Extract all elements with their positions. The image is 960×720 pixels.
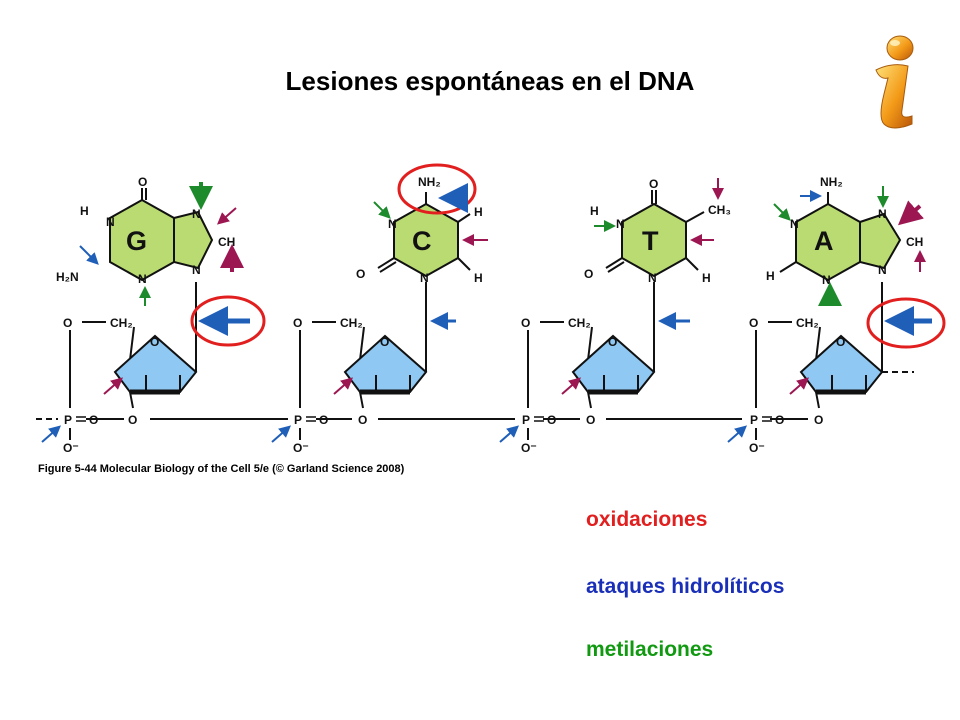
legend-methylation: metilaciones xyxy=(586,638,714,661)
atom-o-double: O xyxy=(775,413,784,427)
atom-n: N xyxy=(420,271,429,285)
base-letter-c: C xyxy=(412,226,432,256)
sugar-backbone-c: O CH₂ O O P O O⁻ xyxy=(293,282,428,455)
atom-nh2: NH₂ xyxy=(418,175,441,189)
atom-o-double: O xyxy=(319,413,328,427)
base-letter-t: T xyxy=(642,226,659,256)
atom-n: N xyxy=(138,272,147,286)
info-icon xyxy=(862,32,924,132)
atom-o-minus: O⁻ xyxy=(749,441,765,455)
atom-o: O xyxy=(293,316,302,330)
atom-nh2: NH₂ xyxy=(820,175,843,189)
atom-o-double: O xyxy=(547,413,556,427)
atom-o-minus: O⁻ xyxy=(293,441,309,455)
atom-ch2: CH₂ xyxy=(110,316,133,330)
atom-n: N xyxy=(790,217,799,231)
atom-h: H xyxy=(474,205,483,219)
atom-n: N xyxy=(388,217,397,231)
atom-ring-o: O xyxy=(608,335,617,349)
atom-p: P xyxy=(750,413,758,427)
atom-o: O xyxy=(521,316,530,330)
hydrolysis-arrow xyxy=(271,425,292,443)
atom-o-minus: O⁻ xyxy=(521,441,537,455)
atom-n: N xyxy=(878,263,887,277)
base-t: T O H N CH₃ O N H xyxy=(584,177,731,285)
atom-ring-o: O xyxy=(836,335,845,349)
atom-h: H xyxy=(80,204,89,218)
atom-ch3: CH₃ xyxy=(708,203,731,217)
atom-h: H xyxy=(766,269,775,283)
atom-ch2: CH₂ xyxy=(340,316,363,330)
legend-oxidation: oxidaciones xyxy=(586,508,708,531)
atom-o: O xyxy=(649,177,658,191)
hydrolysis-arrow xyxy=(499,425,520,443)
atom-o-bridge: O xyxy=(814,413,823,427)
oxidation-arrow xyxy=(216,207,237,225)
atom-n: N xyxy=(822,273,831,287)
atom-p: P xyxy=(64,413,72,427)
legend-hydrolysis: ataques hidrolíticos xyxy=(586,575,785,598)
atom-o-bridge: O xyxy=(358,413,367,427)
atom-n: N xyxy=(616,217,625,231)
atom-p: P xyxy=(294,413,302,427)
nucleotide-thymine: O CH₂ O O P O O⁻ T O H N CH₃ O N H xyxy=(499,177,731,455)
methylation-arrow xyxy=(773,203,791,221)
nucleotide-cytosine: O CH₂ O O P O O⁻ C NH₂ N H H O N xyxy=(271,163,488,455)
atom-ring-o: O xyxy=(150,335,159,349)
atom-h: H xyxy=(474,271,483,285)
atom-ch: CH xyxy=(218,235,235,249)
highlight-circle xyxy=(190,295,266,347)
oxidation-arrow xyxy=(333,377,354,395)
atom-n: N xyxy=(648,271,657,285)
dna-lesion-diagram: O CH₂ O O P O O⁻ G O H N N H₂N N CH N xyxy=(36,163,946,455)
atom-p: P xyxy=(522,413,530,427)
atom-n: N xyxy=(192,207,201,221)
atom-o: O xyxy=(138,175,147,189)
atom-o: O xyxy=(584,267,593,281)
figure-caption: Figure 5-44 Molecular Biology of the Cel… xyxy=(38,463,405,475)
hydrolysis-arrow xyxy=(79,245,99,265)
sugar-backbone-t: O CH₂ O O P O O⁻ xyxy=(521,282,656,455)
atom-o-bridge: O xyxy=(586,413,595,427)
atom-o: O xyxy=(749,316,758,330)
base-c: C NH₂ N H H O N xyxy=(356,175,483,285)
nucleotide-guanine: O CH₂ O O P O O⁻ G O H N N H₂N N CH N xyxy=(41,175,266,455)
atom-n: N xyxy=(192,263,201,277)
atom-n: N xyxy=(106,215,115,229)
hydrolysis-arrow xyxy=(41,425,62,443)
atom-o: O xyxy=(356,267,365,281)
base-letter-g: G xyxy=(126,226,147,256)
base-g: G O H N N H₂N N CH N xyxy=(56,175,235,286)
atom-ring-o: O xyxy=(380,335,389,349)
base-a: A NH₂ N N CH H N N xyxy=(766,175,923,287)
atom-o-minus: O⁻ xyxy=(63,441,79,455)
page-title: Lesiones espontáneas en el DNA xyxy=(285,66,695,96)
atom-o: O xyxy=(63,316,72,330)
atom-h: H xyxy=(590,204,599,218)
oxidation-arrow xyxy=(789,377,810,395)
atom-ch2: CH₂ xyxy=(568,316,591,330)
base-letter-a: A xyxy=(814,226,834,256)
sugar-backbone-g: O CH₂ O O P O O⁻ xyxy=(63,282,198,455)
atom-o-bridge: O xyxy=(128,413,137,427)
atom-o-double: O xyxy=(89,413,98,427)
hydrolysis-arrow xyxy=(727,425,748,443)
atom-ch: CH xyxy=(906,235,923,249)
oxidation-arrow xyxy=(103,377,124,395)
oxidation-arrow xyxy=(561,377,582,395)
sugar-backbone-a: O CH₂ O O P O O⁻ xyxy=(749,282,914,455)
oxidation-arrow xyxy=(897,200,924,226)
atom-h: H xyxy=(702,271,711,285)
methylation-arrow xyxy=(373,201,391,219)
atom-ch2: CH₂ xyxy=(796,316,819,330)
highlight-circle xyxy=(397,163,477,215)
nucleotide-adenine: O CH₂ O O P O O⁻ A NH₂ N N CH H N N xyxy=(727,175,946,455)
atom-n: N xyxy=(878,207,887,221)
atom-nh2: H₂N xyxy=(56,270,79,284)
highlight-circle xyxy=(866,297,946,349)
